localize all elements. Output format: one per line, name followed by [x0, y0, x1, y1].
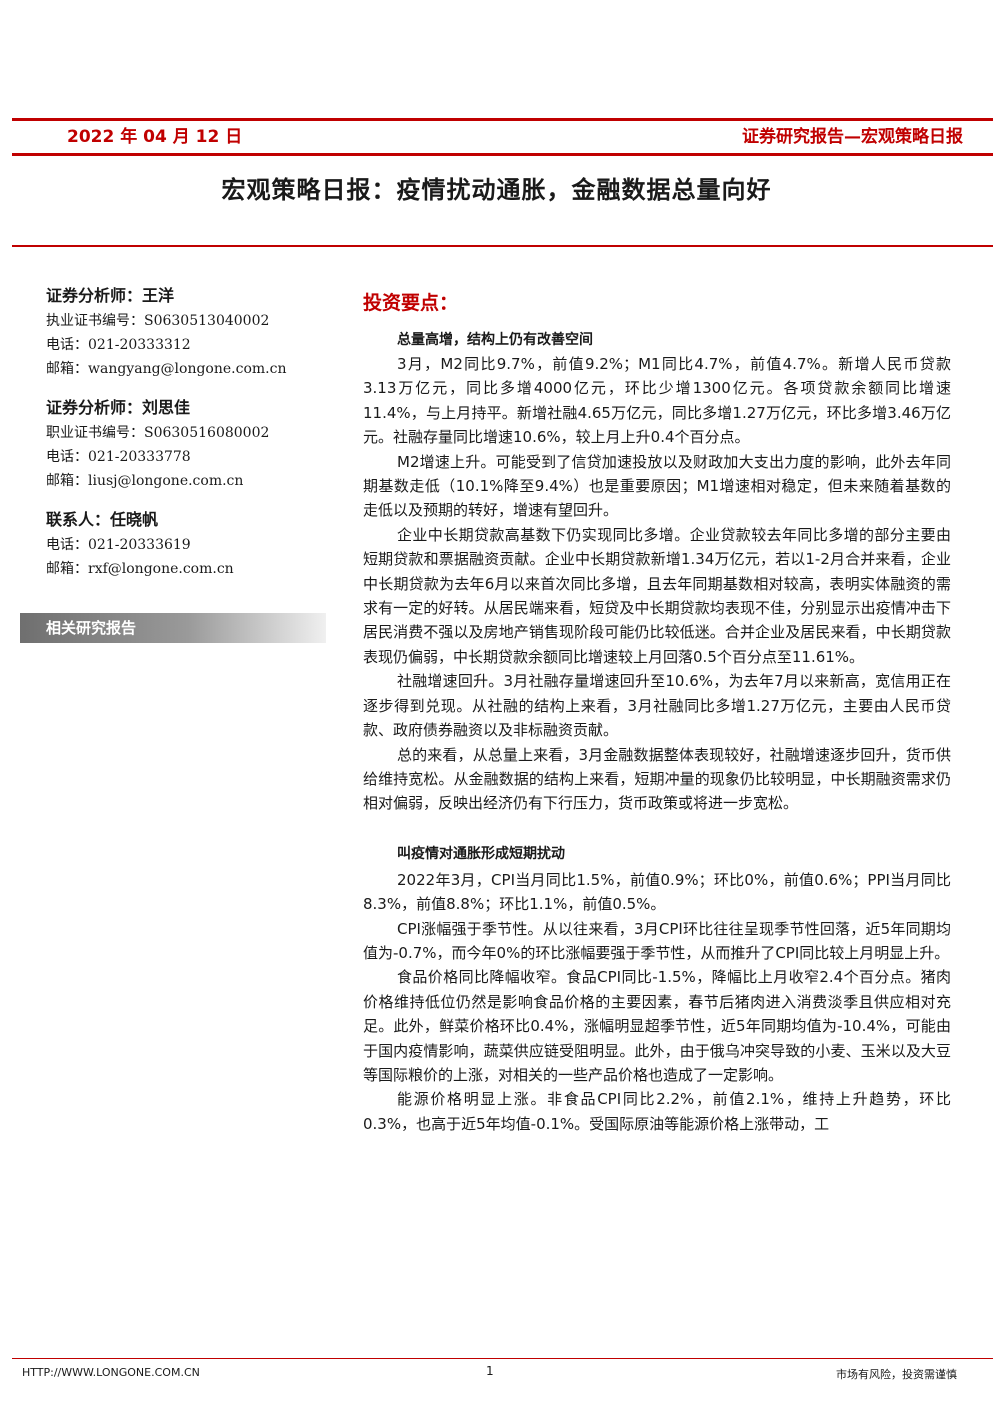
section-gap: [363, 816, 951, 842]
title-divider: [12, 245, 993, 247]
phone: 电话：021-20333312: [46, 337, 191, 353]
paragraph: 2022年3月，CPI当月同比1.5%，前值0.9%；环比0%，前值0.6%；P…: [363, 870, 951, 914]
cert-number: 职业证书编号：S0630516080002: [46, 425, 270, 441]
paragraph: M2增速上升。可能受到了信贷加速投放以及财政加大支出力度的影响，此外去年同期基数…: [363, 452, 951, 520]
email-link[interactable]: 邮箱：liusj@longone.com.cn: [46, 473, 244, 489]
report-series: 证券研究报告—宏观策略日报: [742, 127, 963, 147]
subsection-heading: 叫疫情对通胀形成短期扰动: [397, 845, 565, 862]
email-link[interactable]: 邮箱：wangyang@longone.com.cn: [46, 361, 287, 377]
paragraph: 企业中长期贷款高基数下仍实现同比多增。企业贷款较去年同比多增的部分主要由短期贷款…: [363, 525, 951, 666]
header-bar: 2022 年 04 月 12 日 证券研究报告—宏观策略日报: [12, 118, 993, 156]
main-content: 投资要点： 总量高增，结构上仍有改善空间 3月，M2同比9.7%，前值9.2%；…: [363, 288, 951, 1136]
subsection-heading: 总量高增，结构上仍有改善空间: [397, 332, 593, 348]
contact-name: 联系人：任晓帆: [46, 510, 159, 529]
contact-block-ren: 联系人：任晓帆 电话：021-20333619 邮箱：rxf@longone.c…: [46, 507, 326, 581]
paragraph: 社融增速回升。3月社融存量增速回升至10.6%，为去年7月以来新高，宽信用正在逐…: [363, 672, 951, 740]
related-reports-header: 相关研究报告: [20, 613, 326, 643]
analyst-name: 证券分析师：刘思佳: [46, 398, 191, 417]
paragraph: CPI涨幅强于季节性。从以往来看，3月CPI环比往往呈现季节性回落，近5年同期均…: [363, 919, 951, 962]
section-title: 投资要点：: [363, 292, 459, 314]
page-title: 宏观策略日报：疫情扰动通胀，金融数据总量向好: [221, 175, 772, 204]
analyst-name: 证券分析师：王洋: [46, 286, 175, 305]
page-number: 1: [486, 1364, 494, 1378]
paragraph: 总的来看，从总量上来看，3月金融数据整体表现较好，社融增速逐步回升，货币供给维持…: [363, 745, 951, 813]
cert-number: 执业证书编号：S0630513040002: [46, 313, 270, 329]
email-link[interactable]: 邮箱：rxf@longone.com.cn: [46, 561, 234, 577]
footer-website-link[interactable]: HTTP://WWW.LONGONE.COM.CN: [22, 1366, 200, 1379]
paragraph: 3月，M2同比9.7%，前值9.2%；M1同比4.7%，前值4.7%。新增人民币…: [363, 355, 951, 447]
phone: 电话：021-20333619: [46, 537, 191, 553]
footer-divider: [12, 1358, 993, 1359]
phone: 电话：021-20333778: [46, 449, 191, 465]
analyst-block-wang: 证券分析师：王洋 执业证书编号：S0630513040002 电话：021-20…: [46, 283, 326, 381]
risk-disclaimer: 市场有风险，投资需谨慎: [836, 1368, 957, 1381]
report-date: 2022 年 04 月 12 日: [67, 127, 243, 147]
analyst-sidebar: 证券分析师：王洋 执业证书编号：S0630513040002 电话：021-20…: [46, 283, 326, 595]
analyst-block-liu: 证券分析师：刘思佳 职业证书编号：S0630516080002 电话：021-2…: [46, 395, 326, 493]
paragraph: 食品价格同比降幅收窄。食品CPI同比-1.5%，降幅比上月收窄2.4个百分点。猪…: [363, 968, 951, 1084]
paragraph: 能源价格明显上涨。非食品CPI同比2.2%，前值2.1%，维持上升趋势，环比0.…: [363, 1090, 951, 1133]
